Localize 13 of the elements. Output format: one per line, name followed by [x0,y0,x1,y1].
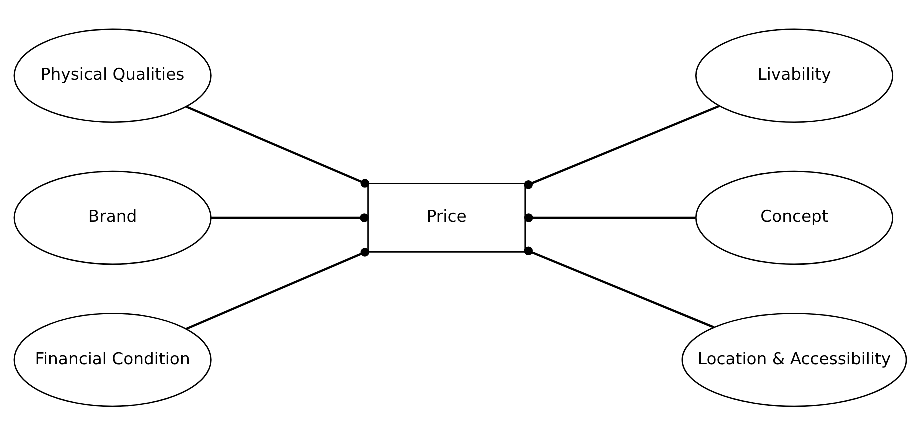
connector [186,106,369,188]
connector [524,246,714,329]
node-ellipse: Financial Condition [13,312,212,408]
node-ellipse: Brand [13,170,212,266]
node-ellipse: Location & Accessibility [681,312,907,408]
connector [524,105,720,190]
node-ellipse: Physical Qualities [13,28,212,124]
connector [186,248,369,330]
node-ellipse: Livability [694,28,894,124]
connector [210,214,368,222]
node-ellipse: Concept [694,170,894,266]
node-box: Price [367,183,526,253]
connector [524,214,696,222]
